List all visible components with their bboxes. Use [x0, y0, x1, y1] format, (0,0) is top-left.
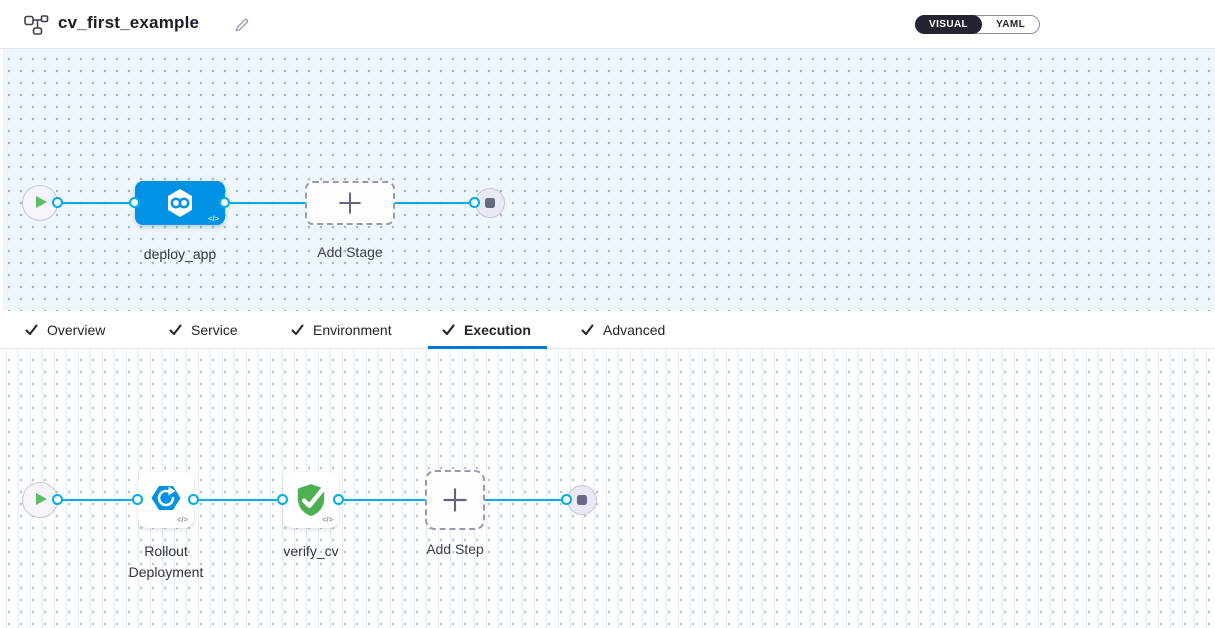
canvas-edge [0, 48, 3, 311]
connector-port [132, 494, 143, 505]
tab-label: Overview [47, 321, 106, 338]
code-icon: </> [177, 515, 188, 524]
toggle-yaml[interactable]: YAML [996, 19, 1026, 30]
add-step-button[interactable] [425, 470, 485, 530]
add-stage-button[interactable] [305, 181, 395, 225]
step-node-rollout-deployment[interactable]: </> [138, 472, 194, 528]
execution-canvas[interactable]: </> </> Rollout Deployment verify_cv Add… [0, 349, 1215, 628]
connector-port [333, 494, 344, 505]
connector-port [561, 494, 572, 505]
stage-canvas[interactable]: </> deploy_app Add Stage [0, 48, 1215, 311]
tab-environment[interactable]: Environment [291, 311, 392, 348]
connector-line [58, 202, 477, 204]
connector-port [52, 197, 63, 208]
plus-icon [339, 192, 361, 214]
tab-label: Advanced [603, 321, 666, 338]
check-icon [442, 324, 455, 336]
active-tab-underline [428, 346, 547, 349]
connector-port [277, 494, 288, 505]
check-icon [291, 324, 304, 335]
step-node-verify-cv[interactable]: </> [283, 472, 339, 528]
plus-icon [443, 488, 467, 512]
step-label: verify_cv [283, 543, 339, 559]
stage-label: deploy_app [143, 246, 217, 262]
toggle-visual[interactable]: VISUAL [915, 15, 983, 34]
play-icon [36, 196, 47, 208]
code-icon: </> [208, 214, 219, 223]
tab-bar: Overview Service Environment Execution A… [0, 311, 1215, 349]
check-icon [581, 324, 594, 335]
end-node [475, 188, 505, 218]
pipeline-icon [24, 15, 49, 40]
edit-pencil-icon[interactable] [234, 17, 250, 38]
end-node [567, 485, 597, 515]
tab-label: Environment [313, 321, 392, 338]
cd-infinity-icon [168, 189, 192, 217]
check-icon [169, 324, 182, 335]
rollout-deployment-icon [151, 486, 181, 510]
connector-port [129, 197, 140, 208]
check-icon [25, 324, 38, 335]
stop-icon [577, 495, 587, 505]
connector-port [52, 494, 63, 505]
add-step-label: Add Step [426, 541, 484, 557]
connector-port [469, 197, 480, 208]
connector-port [219, 197, 230, 208]
add-stage-label: Add Stage [317, 244, 383, 260]
stage-node-deploy-app[interactable]: </> [135, 181, 225, 225]
view-toggle: VISUAL YAML [915, 15, 1041, 34]
pipeline-title: cv_first_example [58, 13, 200, 32]
tab-advanced[interactable]: Advanced [581, 311, 665, 348]
tab-label: Service [191, 321, 238, 338]
code-icon: </> [322, 515, 333, 524]
connector-port [188, 494, 199, 505]
play-icon [36, 493, 47, 505]
tab-service[interactable]: Service [169, 311, 238, 348]
tab-execution[interactable]: Execution [442, 311, 531, 348]
app-header: cv_first_example VISUAL YAML [0, 0, 1215, 49]
tab-overview[interactable]: Overview [25, 311, 105, 348]
tab-label: Execution [464, 321, 531, 338]
stop-icon [485, 198, 495, 208]
step-label: Rollout Deployment [128, 543, 204, 580]
shield-check-icon [297, 484, 326, 517]
